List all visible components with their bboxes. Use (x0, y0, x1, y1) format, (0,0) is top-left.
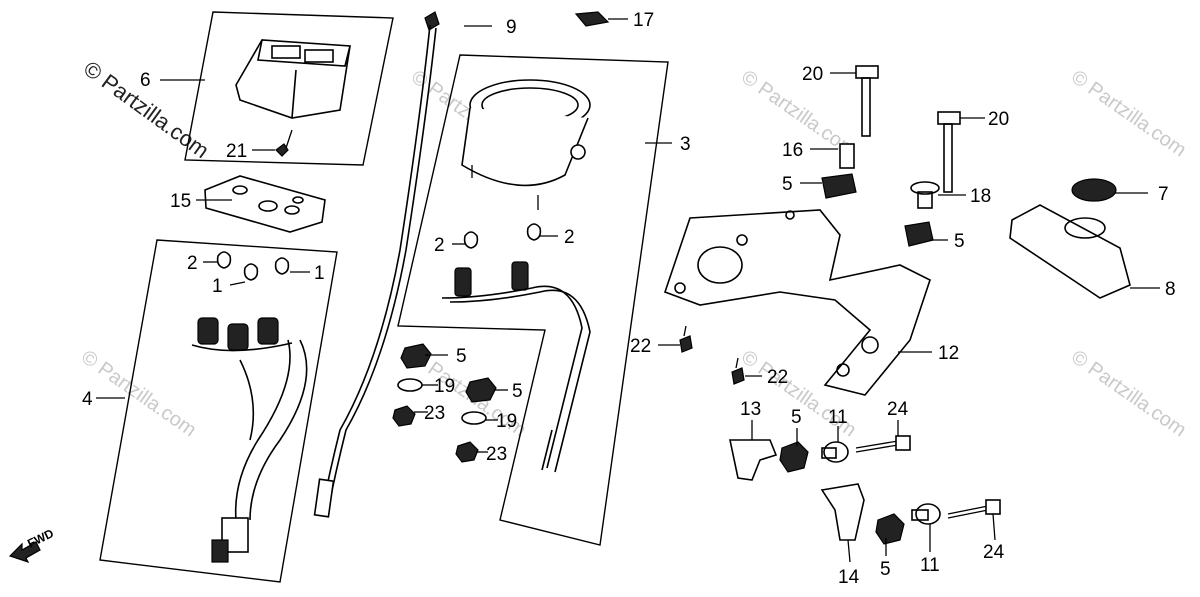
clip-17 (574, 11, 610, 27)
callout-17: 17 (633, 10, 654, 31)
callout-4: 4 (82, 389, 93, 410)
collar-11-b (911, 503, 941, 525)
bracket-14 (820, 483, 865, 541)
bracket-13 (729, 439, 778, 481)
callout-20: 20 (988, 109, 1009, 130)
callout-21: 21 (226, 141, 247, 162)
panel-harness-4 (99, 239, 338, 583)
callout-19: 19 (434, 376, 455, 397)
callout-5: 5 (880, 559, 891, 580)
harness-sockets (191, 317, 308, 521)
callout-1: 1 (212, 276, 223, 297)
panel-meter-3 (397, 54, 669, 546)
callout-2: 2 (434, 235, 445, 256)
callout-11: 11 (828, 407, 848, 428)
callout-13: 13 (740, 399, 761, 420)
connector-plug (211, 517, 249, 563)
callout-23: 23 (486, 444, 507, 465)
fwd-arrow-icon: FWD (8, 526, 56, 564)
meter-sockets (441, 261, 591, 473)
screw-22-a (679, 325, 693, 353)
callout-5: 5 (782, 174, 793, 195)
callout-1: 1 (314, 263, 325, 284)
callout-22: 22 (630, 336, 651, 357)
bolt-20-a (855, 65, 879, 137)
callout-5: 5 (512, 381, 523, 402)
indicator-housing (235, 39, 351, 119)
grommet-5-d (875, 513, 905, 545)
callout-5: 5 (456, 346, 467, 367)
screw-22-b (731, 357, 745, 385)
bracket-12 (663, 209, 931, 396)
callout-2: 2 (187, 253, 198, 274)
bolt-24-b (947, 499, 1001, 519)
callout-3: 3 (680, 134, 691, 155)
fwd-label: FWD (25, 526, 56, 551)
callout-12: 12 (938, 343, 959, 364)
meter-body (461, 79, 591, 210)
callout-23: 23 (424, 403, 445, 424)
grommet-5-a (821, 173, 857, 199)
callout-5: 5 (954, 231, 965, 252)
watermark-text: © Partzilla.com (77, 346, 200, 441)
callout-7: 7 (1158, 184, 1169, 205)
bolt-20-b (937, 111, 961, 193)
callout-11: 11 (920, 555, 940, 576)
callout-9: 9 (506, 17, 517, 38)
panel-indicator-6 (184, 11, 394, 166)
collar-11-a (821, 441, 849, 463)
callout-labels: 6 21 15 2 1 1 4 9 17 3 2 2 5 19 23 5 19 … (82, 10, 1176, 588)
leader-lines (96, 18, 1160, 563)
callout-20: 20 (802, 64, 823, 85)
callout-14: 14 (838, 567, 860, 588)
watermark-layer: © Partzilla.com © Partzilla.com © Partzi… (77, 56, 1190, 442)
callout-24: 24 (983, 542, 1005, 563)
watermark-text: © Partzilla.com (1067, 66, 1190, 161)
bolt-24-a (855, 435, 911, 453)
callout-19: 19 (496, 411, 517, 432)
callout-6: 6 (140, 70, 151, 91)
watermark-text: © Partzilla.com (1067, 346, 1190, 441)
plate-15 (204, 175, 326, 233)
grommet-5-b (904, 221, 934, 247)
speedometer-cable-9 (313, 11, 440, 518)
bulb-socket-2 (463, 223, 542, 249)
callout-18: 18 (970, 186, 991, 207)
callout-5: 5 (791, 407, 802, 428)
callout-8: 8 (1165, 279, 1176, 300)
screw-21 (275, 129, 293, 157)
grommet-5-c (779, 441, 809, 473)
callout-16: 16 (782, 140, 803, 161)
callout-2: 2 (564, 227, 575, 248)
callout-22: 22 (767, 367, 788, 388)
grommets-5-19-23 (392, 343, 497, 463)
callout-24: 24 (887, 399, 909, 420)
washer-18 (910, 181, 940, 209)
callout-15: 15 (170, 191, 191, 212)
collar-16 (839, 143, 855, 169)
bulb-socket-1 (216, 251, 290, 281)
grommet-7 (1071, 178, 1117, 202)
cover-8 (1009, 204, 1131, 299)
